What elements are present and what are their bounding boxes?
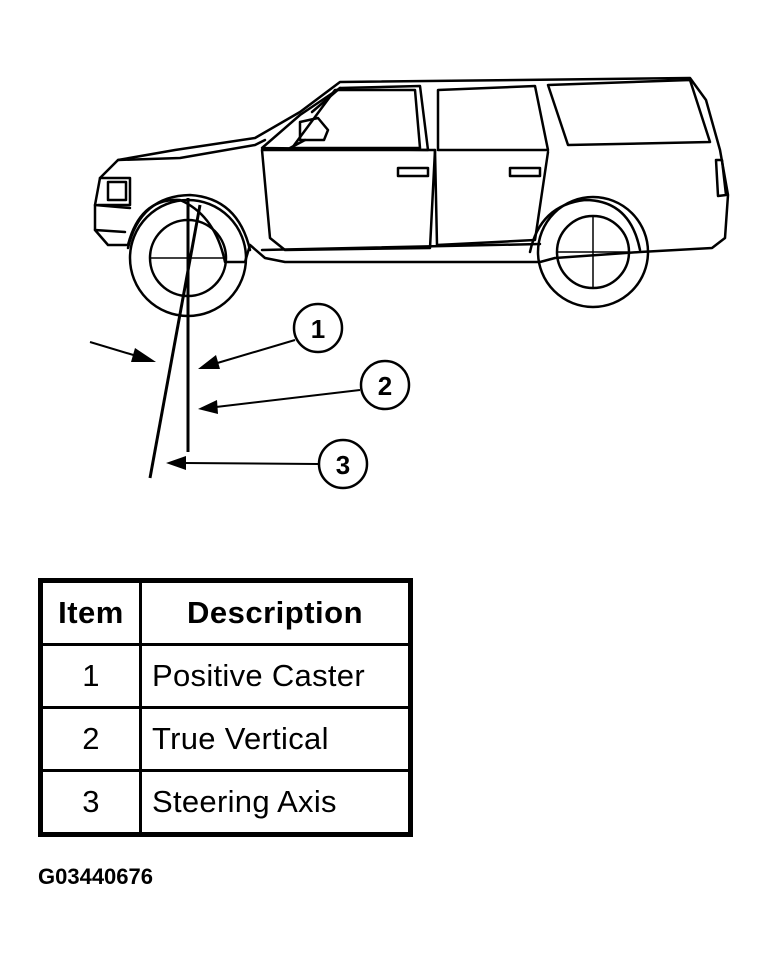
rear-wheel [536,195,650,309]
item-cell: 2 [39,706,142,772]
steering-axis-line [148,204,202,479]
table-row: 2 True Vertical [39,706,412,772]
table-header-row: Item Description [39,579,412,646]
table-row: 1 Positive Caster [39,643,412,709]
description-column-header: Description [139,579,412,646]
caster-diagram: 1 2 3 [89,76,730,490]
description-cell: Steering Axis [139,769,412,836]
description-cell: True Vertical [139,706,412,772]
callout-1: 1 [198,302,344,369]
callout-2: 2 [198,359,411,414]
item-column-header: Item [39,579,142,646]
description-cell: Positive Caster [139,643,412,709]
figure-id: G03440676 [38,864,153,889]
callout-3: 3 [166,438,369,490]
caster-angle-arrow [89,341,156,362]
suv-illustration [93,76,730,264]
table-row: 3 Steering Axis [39,769,412,836]
legend-table: Item Description 1 Positive Caster 2 Tru… [38,578,413,837]
item-cell: 3 [39,769,142,836]
callout-3-number: 3 [336,450,350,480]
callout-1-number: 1 [311,314,325,344]
item-cell: 1 [39,643,142,709]
callout-2-number: 2 [378,371,392,401]
